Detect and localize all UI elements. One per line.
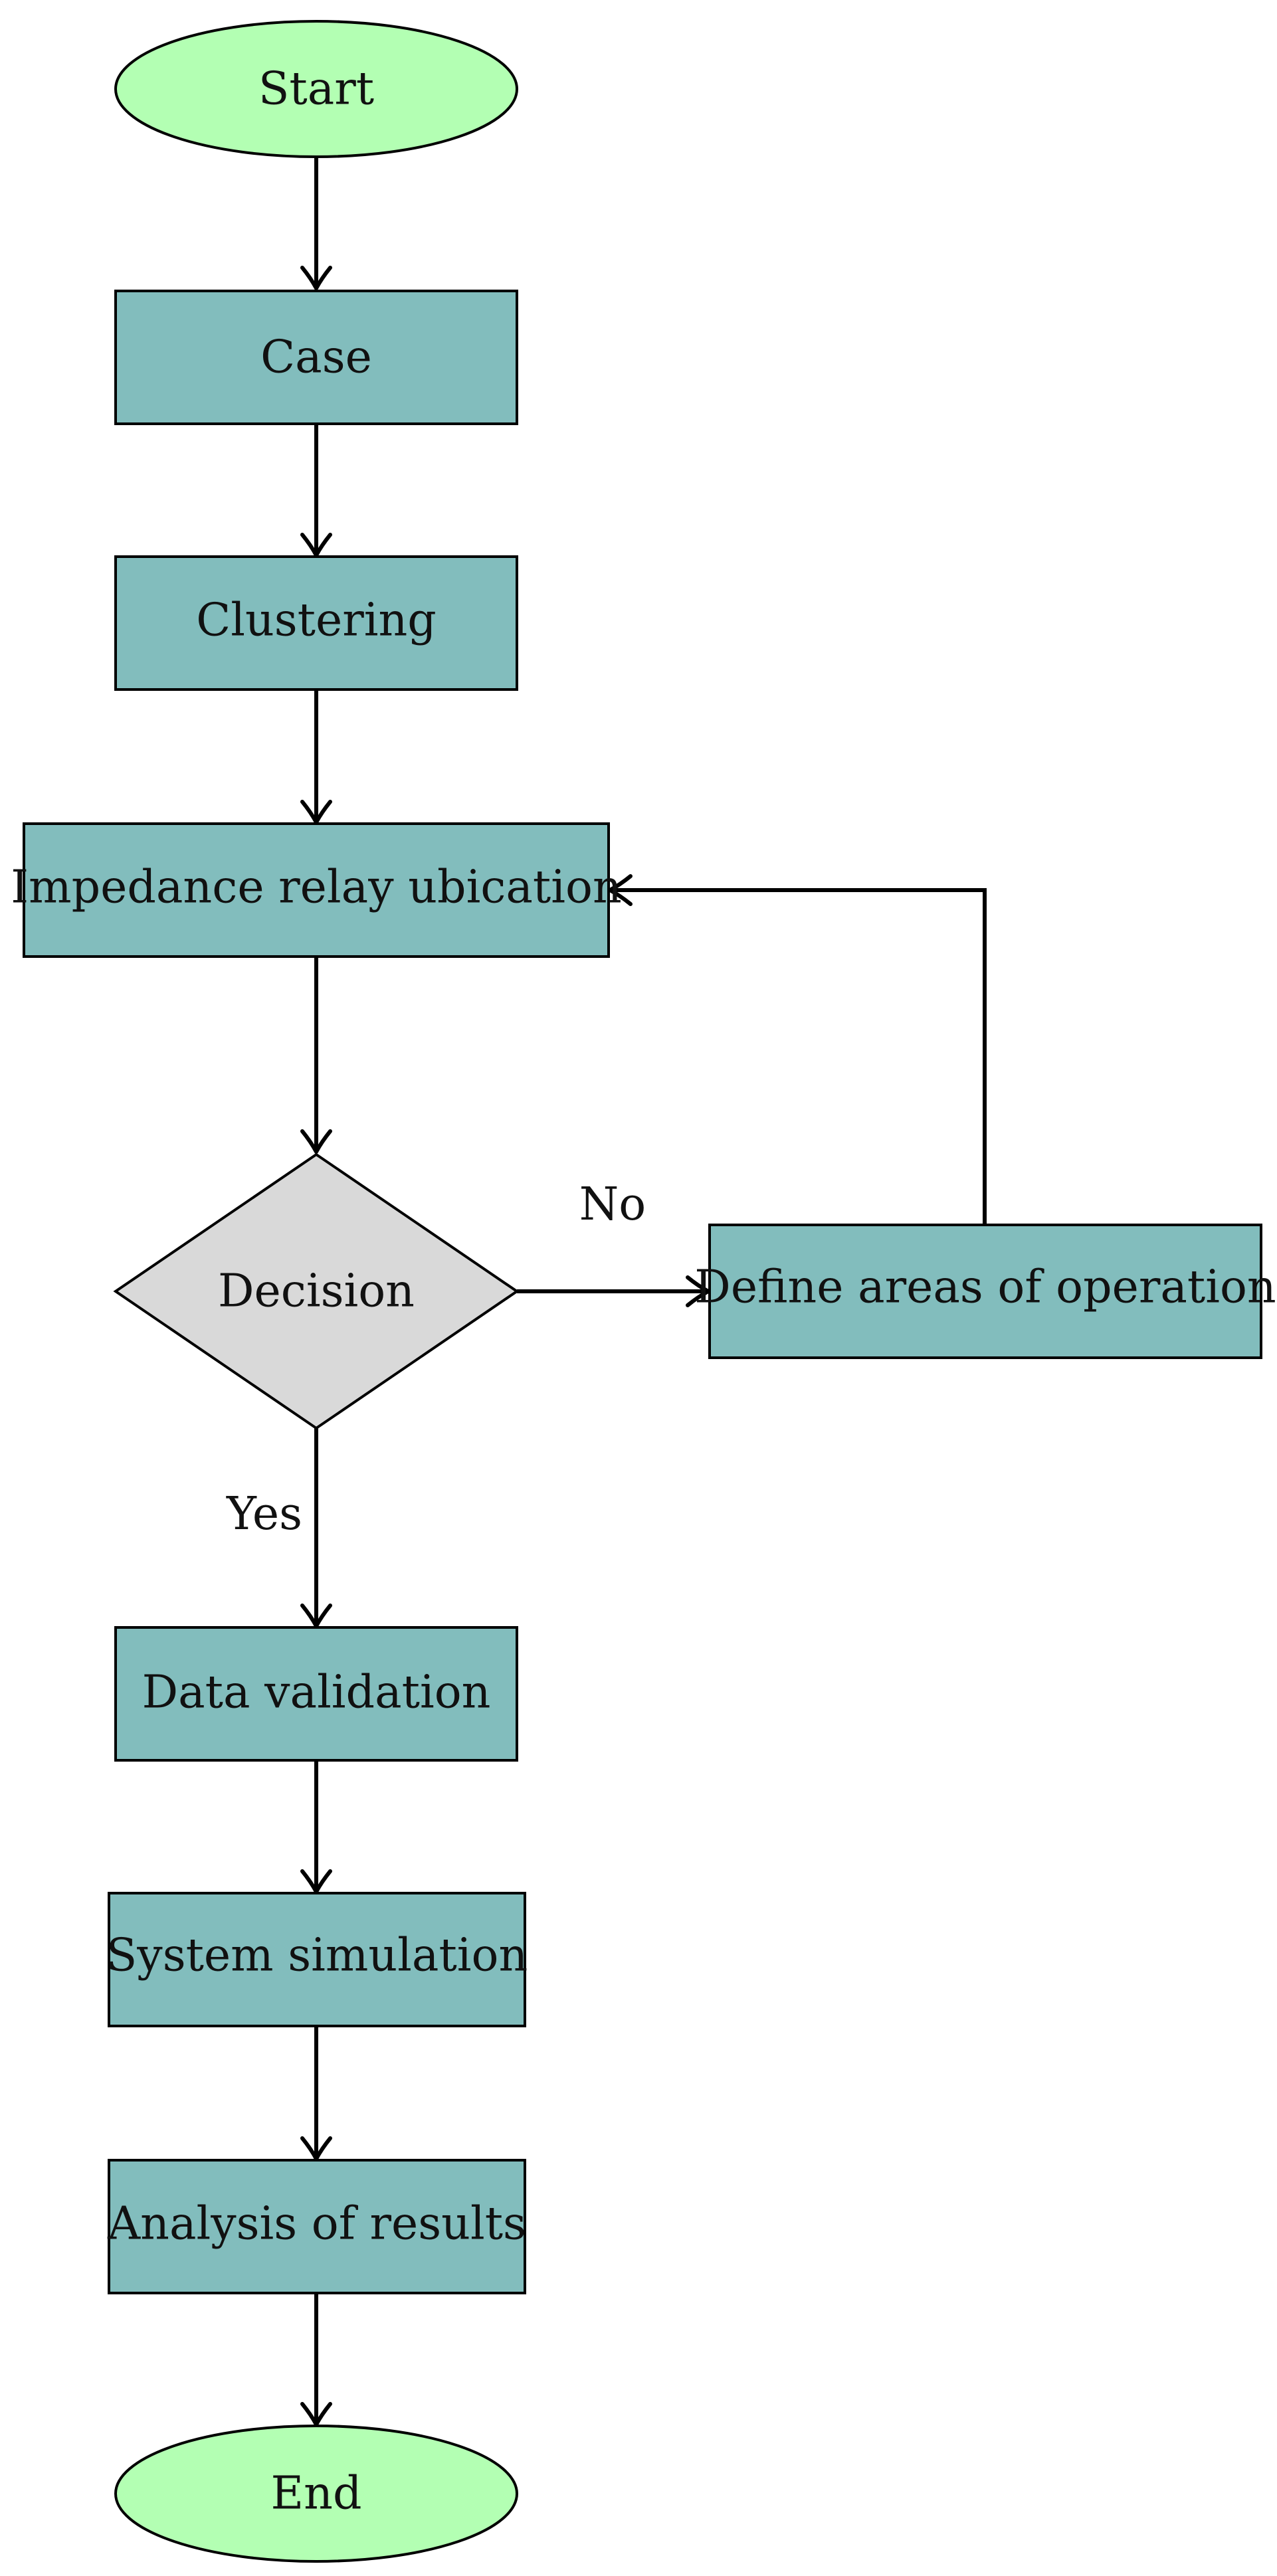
node-system-simulation-label: System simulation — [106, 1930, 528, 1982]
node-end: End — [114, 2425, 518, 2563]
node-data-validation: Data validation — [114, 1626, 518, 1762]
node-decision-label: Decision — [218, 1265, 415, 1318]
edge-define-areas-to-relay — [608, 874, 987, 1225]
node-start: Start — [114, 20, 518, 158]
node-define-areas: Define areas of operation — [694, 1224, 1276, 1359]
node-analysis-results: Analysis of results — [107, 2159, 526, 2294]
node-clustering-label: Clustering — [196, 595, 437, 647]
node-decision: Decision — [113, 1152, 520, 1430]
node-case-label: Case — [260, 331, 372, 384]
node-analysis-results-label: Analysis of results — [107, 2198, 526, 2251]
node-case: Case — [114, 290, 518, 425]
node-start-label: Start — [258, 63, 374, 116]
node-end-label: End — [271, 2468, 362, 2520]
edge-label-no: No — [579, 1178, 646, 1231]
node-impedance-relay: Impedance relay ubication — [11, 822, 622, 958]
node-clustering: Clustering — [114, 555, 518, 691]
node-impedance-relay-label: Impedance relay ubication — [11, 862, 622, 914]
edge-label-yes: Yes — [226, 1488, 302, 1540]
node-system-simulation: System simulation — [106, 1892, 528, 2027]
node-data-validation-label: Data validation — [142, 1667, 491, 1719]
node-define-areas-label: Define areas of operation — [694, 1261, 1276, 1314]
